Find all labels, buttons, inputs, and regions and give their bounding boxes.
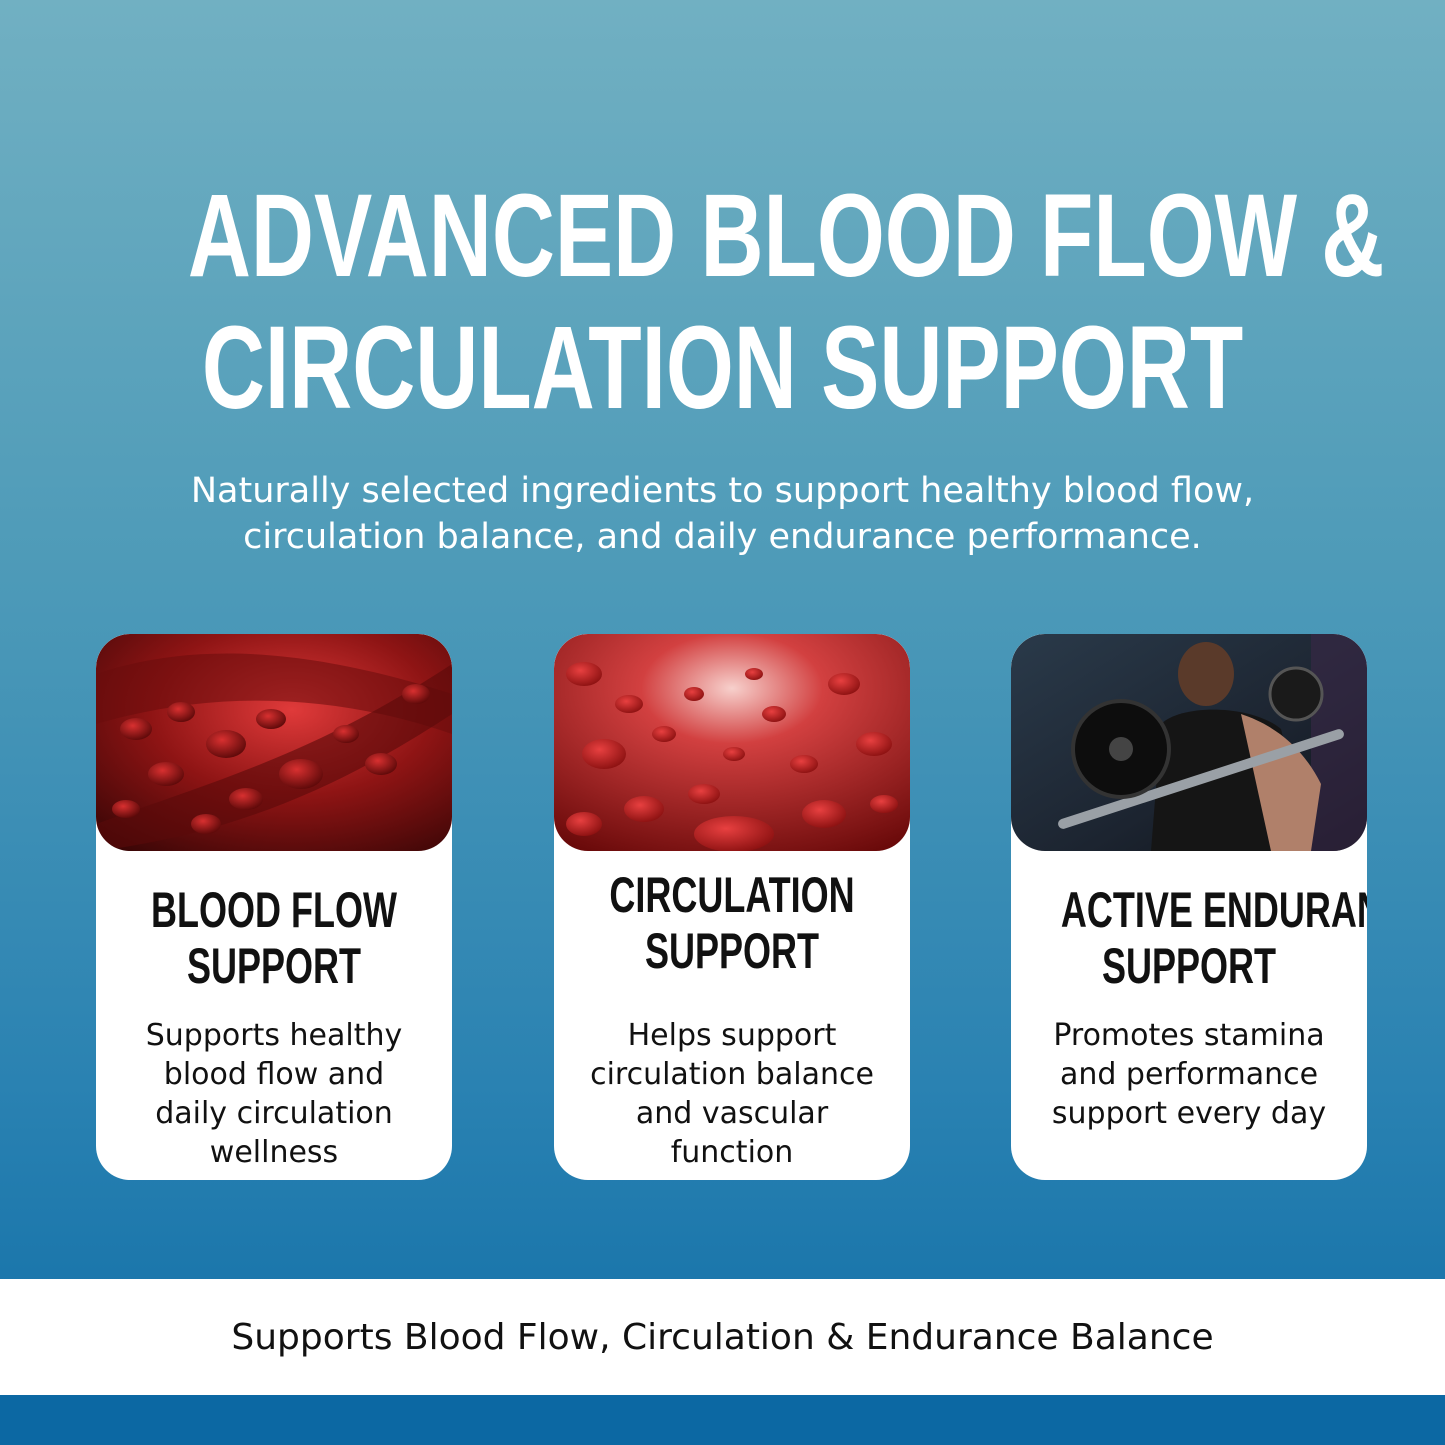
footer-tagline: Supports Blood Flow, Circulation & Endur…: [231, 1317, 1214, 1358]
footer-band: [0, 1279, 1445, 1395]
subtitle-line-2: circulation balance, and daily endurance…: [243, 517, 1202, 557]
subtitle-line-1: Naturally selected ingredients to suppor…: [190, 471, 1255, 511]
card-title: BLOOD FLOW SUPPORT: [151, 882, 397, 994]
card-circulation: CIRCULATION SUPPORT Helps support circul…: [554, 634, 910, 1180]
headline-line-2: CIRCULATION SUPPORT: [201, 302, 1244, 434]
card-description: Helps support circulation balance and va…: [590, 1018, 874, 1170]
card-title: ACTIVE ENDURANCE SUPPORT: [1060, 882, 1367, 994]
card-description: Supports healthy blood flow and daily ci…: [145, 1018, 403, 1170]
blood-vessel-cells-image: [96, 634, 452, 851]
bottom-bar: [0, 1395, 1445, 1445]
card-endurance: ACTIVE ENDURANCE SUPPORT Promotes stamin…: [1011, 634, 1367, 1180]
card-title: CIRCULATION SUPPORT: [609, 867, 855, 979]
red-blood-cells-image: [554, 634, 910, 851]
card-blood-flow: BLOOD FLOW SUPPORT Supports healthy bloo…: [96, 634, 452, 1180]
headline: ADVANCED BLOOD FLOW & CIRCULATION SUPPOR…: [187, 170, 1385, 434]
weightlifting-athlete-image: [1011, 634, 1367, 851]
headline-line-1: ADVANCED BLOOD FLOW &: [187, 170, 1385, 302]
card-description: Promotes stamina and performance support…: [1051, 1018, 1327, 1131]
subtitle: Naturally selected ingredients to suppor…: [100, 468, 1345, 560]
